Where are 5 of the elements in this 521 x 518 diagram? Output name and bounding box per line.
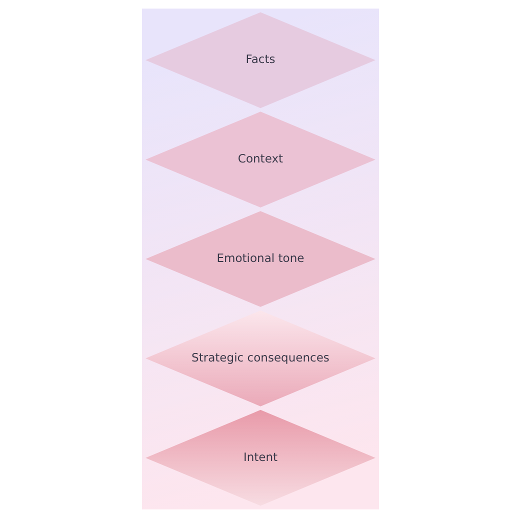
node-diamond: Strategic consequences [146, 310, 376, 406]
node-diamond: Context [146, 112, 376, 208]
node-diamond: Facts [146, 12, 376, 108]
node-diamond: Intent [146, 410, 376, 506]
node-diamond: Emotional tone [146, 211, 376, 307]
